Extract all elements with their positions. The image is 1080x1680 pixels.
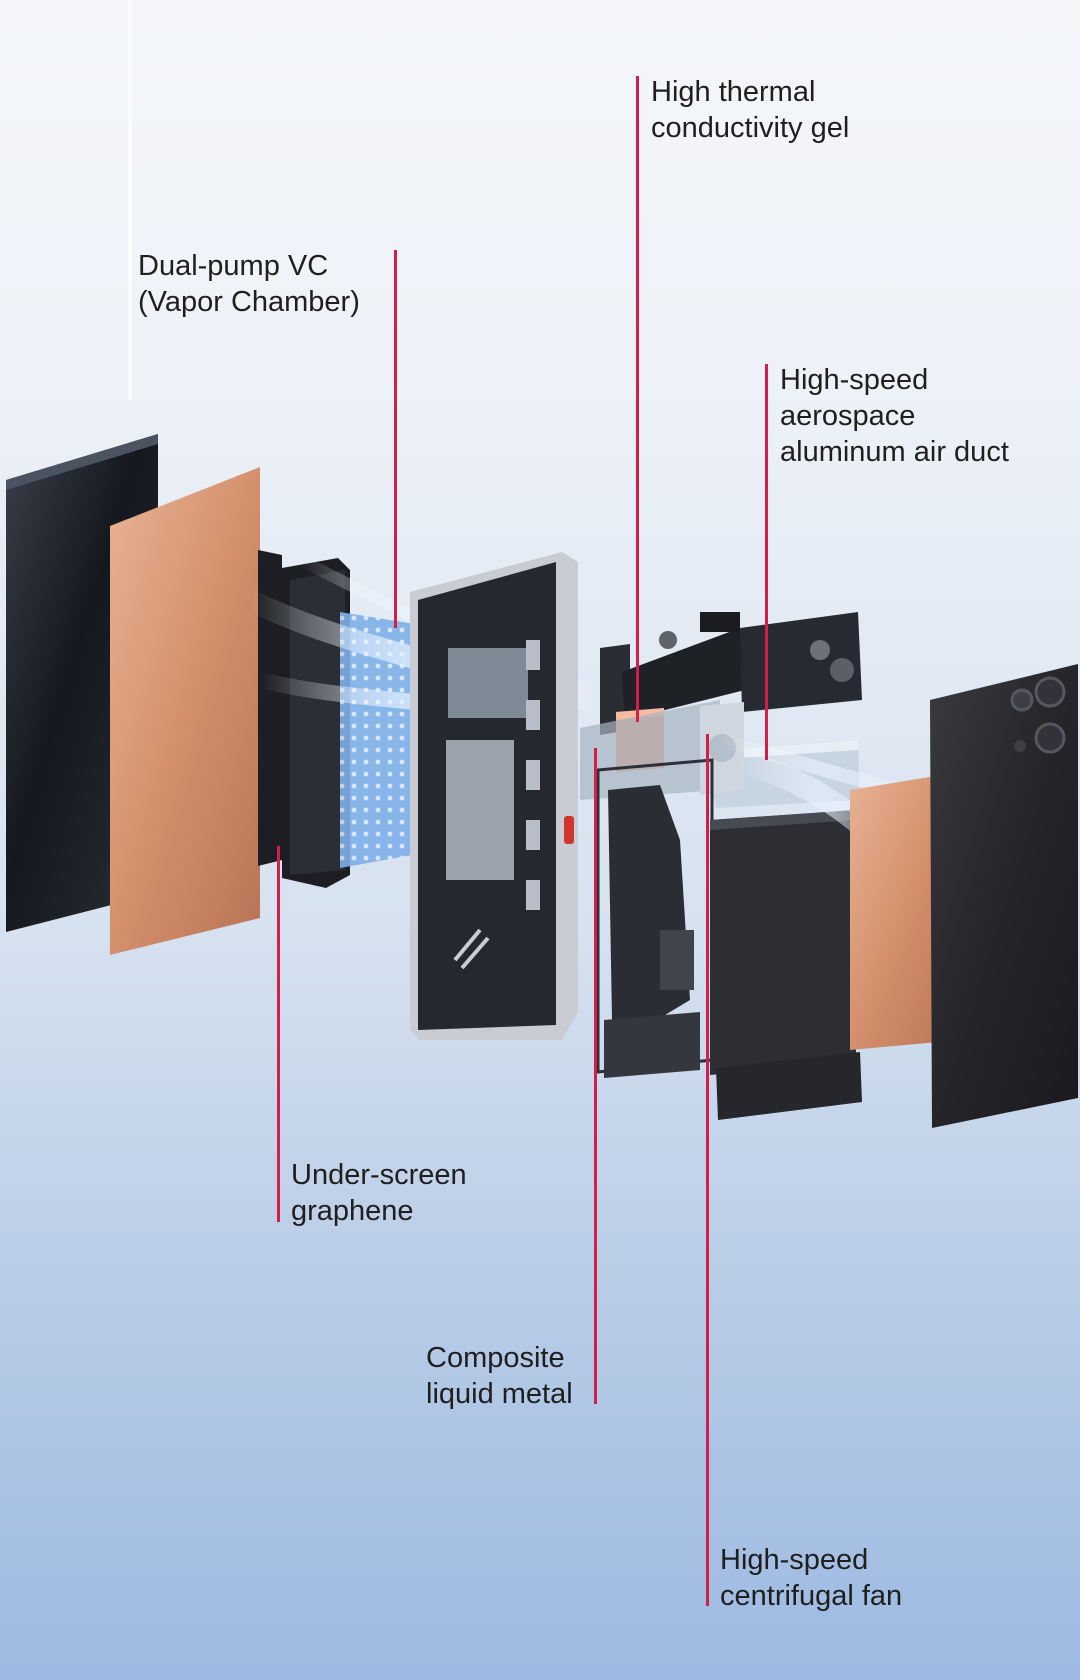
callout-thermal-gel-line2: conductivity gel [651,112,850,144]
callout-graphene-line1: Under-screen [291,1159,467,1191]
flex-board [596,758,714,1078]
leader-line-thermal-gel [636,76,639,722]
callout-thermal-gel: High thermal conductivity gel [651,74,849,146]
leader-line-graphene [277,846,280,1222]
callout-liquid-metal-line2: liquid metal [426,1378,573,1410]
callout-air-duct-line2: aerospace [780,400,916,432]
leader-line-fan [706,734,709,1606]
callout-graphene-line2: graphene [291,1195,414,1227]
callout-vapor-chamber-line1: Dual-pump VC [138,250,329,282]
callout-liquid-metal: Composite liquid metal [426,1340,573,1412]
background-light-streak [128,0,132,400]
callout-air-duct-line1: High-speed [780,364,929,396]
leader-line-vapor-chamber [394,250,397,628]
callout-fan-line1: High-speed [720,1544,869,1576]
callout-graphene: Under-screen graphene [291,1157,467,1229]
leader-line-liquid-metal [594,748,597,1404]
callout-air-duct: High-speed aerospace aluminum air duct [780,362,1009,470]
callout-vapor-chamber-line2: (Vapor Chamber) [138,286,360,318]
callout-fan-line2: centrifugal fan [720,1580,903,1612]
callout-fan: High-speed centrifugal fan [720,1542,902,1614]
callout-air-duct-line3: aluminum air duct [780,436,1009,468]
leader-line-air-duct [765,364,768,760]
copper-sheet-front [110,467,260,955]
callout-thermal-gel-line1: High thermal [651,76,816,108]
back-cover [930,664,1078,1128]
battery [710,810,856,1075]
mainboard-assembly [600,612,862,735]
middle-frame [410,552,578,1040]
callout-vapor-chamber: Dual-pump VC (Vapor Chamber) [138,248,360,320]
speaker-module [716,1052,862,1120]
callout-liquid-metal-line1: Composite [426,1342,565,1374]
